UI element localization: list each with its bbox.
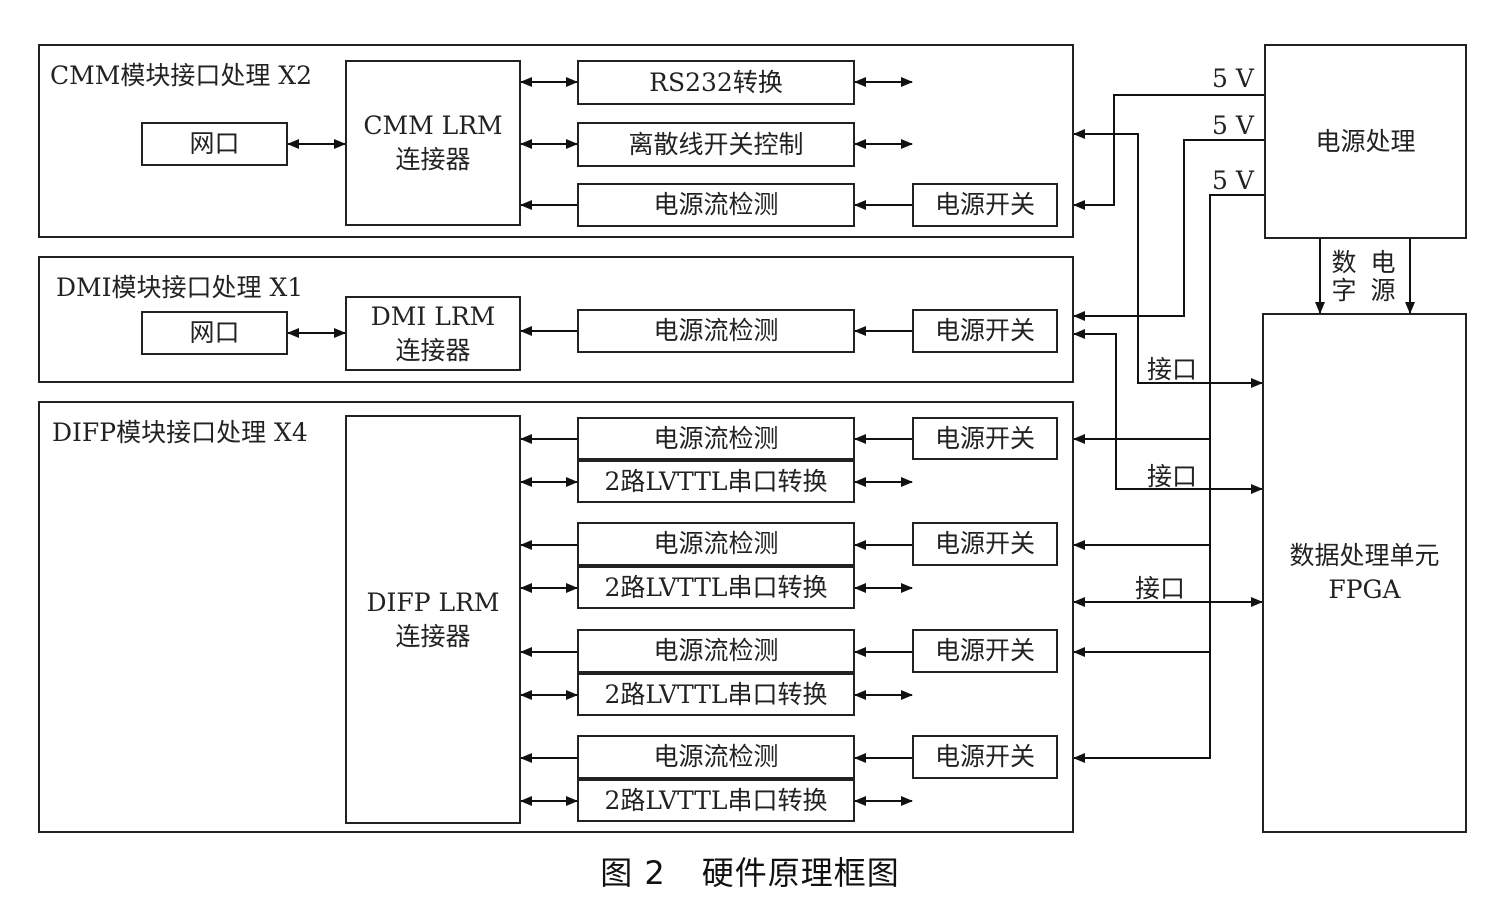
- dmi-net-port: 网口: [141, 311, 288, 355]
- wire-if-dmi: [1073, 329, 1263, 494]
- label-5v-3: 5 V: [1212, 166, 1254, 195]
- difp-lvttl-3: 2路LVTTL串口转换: [577, 673, 855, 716]
- dmi-lrm-connector-label: 连接器: [395, 335, 471, 365]
- group-dmi-title: DMI模块接口处理 X1: [56, 273, 304, 302]
- group-difp: [38, 401, 1074, 833]
- label-interface-2: 接口: [1147, 462, 1198, 491]
- group-cmm: [38, 44, 1074, 238]
- difp-current-detect-2: 电源流检测: [577, 522, 855, 566]
- cmm-lrm-connector: CMM LRM 连接器: [345, 60, 521, 226]
- figure-title: 硬件原理框图: [701, 854, 900, 892]
- cmm-current-detect: 电源流检测: [577, 183, 855, 227]
- figure-caption: 图 2 硬件原理框图: [0, 848, 1500, 894]
- difp-current-detect-3: 电源流检测: [577, 629, 855, 673]
- difp-lvttl-4: 2路LVTTL串口转换: [577, 779, 855, 822]
- dmi-current-detect: 电源流检测: [577, 309, 855, 353]
- group-difp-title: DIFP模块接口处理 X4: [52, 418, 308, 447]
- difp-lrm-name: DIFP LRM: [366, 587, 500, 617]
- fpga-label-line2: FPGA: [1328, 575, 1401, 604]
- difp-lrm-connector: DIFP LRM 连接器: [345, 415, 521, 824]
- difp-power-switch-4: 电源开关: [912, 735, 1058, 779]
- difp-power-switch-3: 电源开关: [912, 629, 1058, 673]
- label-power: 电 源: [1370, 248, 1396, 305]
- group-cmm-title: CMM模块接口处理 X2: [50, 61, 312, 90]
- dmi-lrm-connector: DMI LRM 连接器: [345, 296, 521, 371]
- difp-power-switch-1: 电源开关: [912, 417, 1058, 460]
- difp-lvttl-2: 2路LVTTL串口转换: [577, 566, 855, 609]
- label-interface-3: 接口: [1135, 574, 1186, 603]
- discrete-switch-control: 离散线开关控制: [577, 122, 855, 167]
- group-dmi: [38, 256, 1074, 383]
- label-digital: 数 字: [1331, 248, 1357, 305]
- cmm-power-switch: 电源开关: [912, 183, 1058, 227]
- power-processing: 电源处理: [1264, 44, 1467, 239]
- cmm-net-port: 网口: [141, 122, 288, 166]
- difp-lvttl-1: 2路LVTTL串口转换: [577, 460, 855, 503]
- label-5v-1: 5 V: [1212, 64, 1254, 93]
- difp-current-detect-4: 电源流检测: [577, 735, 855, 779]
- cmm-lrm-name: CMM LRM: [363, 111, 503, 140]
- difp-current-detect-1: 电源流检测: [577, 417, 855, 460]
- cmm-lrm-connector-label: 连接器: [395, 145, 471, 174]
- dmi-lrm-name: DMI LRM: [370, 301, 496, 331]
- fpga-data-processing-unit: 数据处理单元 FPGA: [1262, 313, 1467, 833]
- label-5v-2: 5 V: [1212, 111, 1254, 140]
- figure-number: 图 2: [600, 854, 666, 892]
- difp-power-switch-2: 电源开关: [912, 522, 1058, 566]
- difp-lrm-connector-label: 连接器: [395, 621, 471, 651]
- fpga-label-line1: 数据处理单元: [1289, 541, 1440, 570]
- label-interface-1: 接口: [1147, 355, 1198, 384]
- rs232-converter: RS232转换: [577, 60, 855, 105]
- dmi-power-switch: 电源开关: [912, 309, 1058, 353]
